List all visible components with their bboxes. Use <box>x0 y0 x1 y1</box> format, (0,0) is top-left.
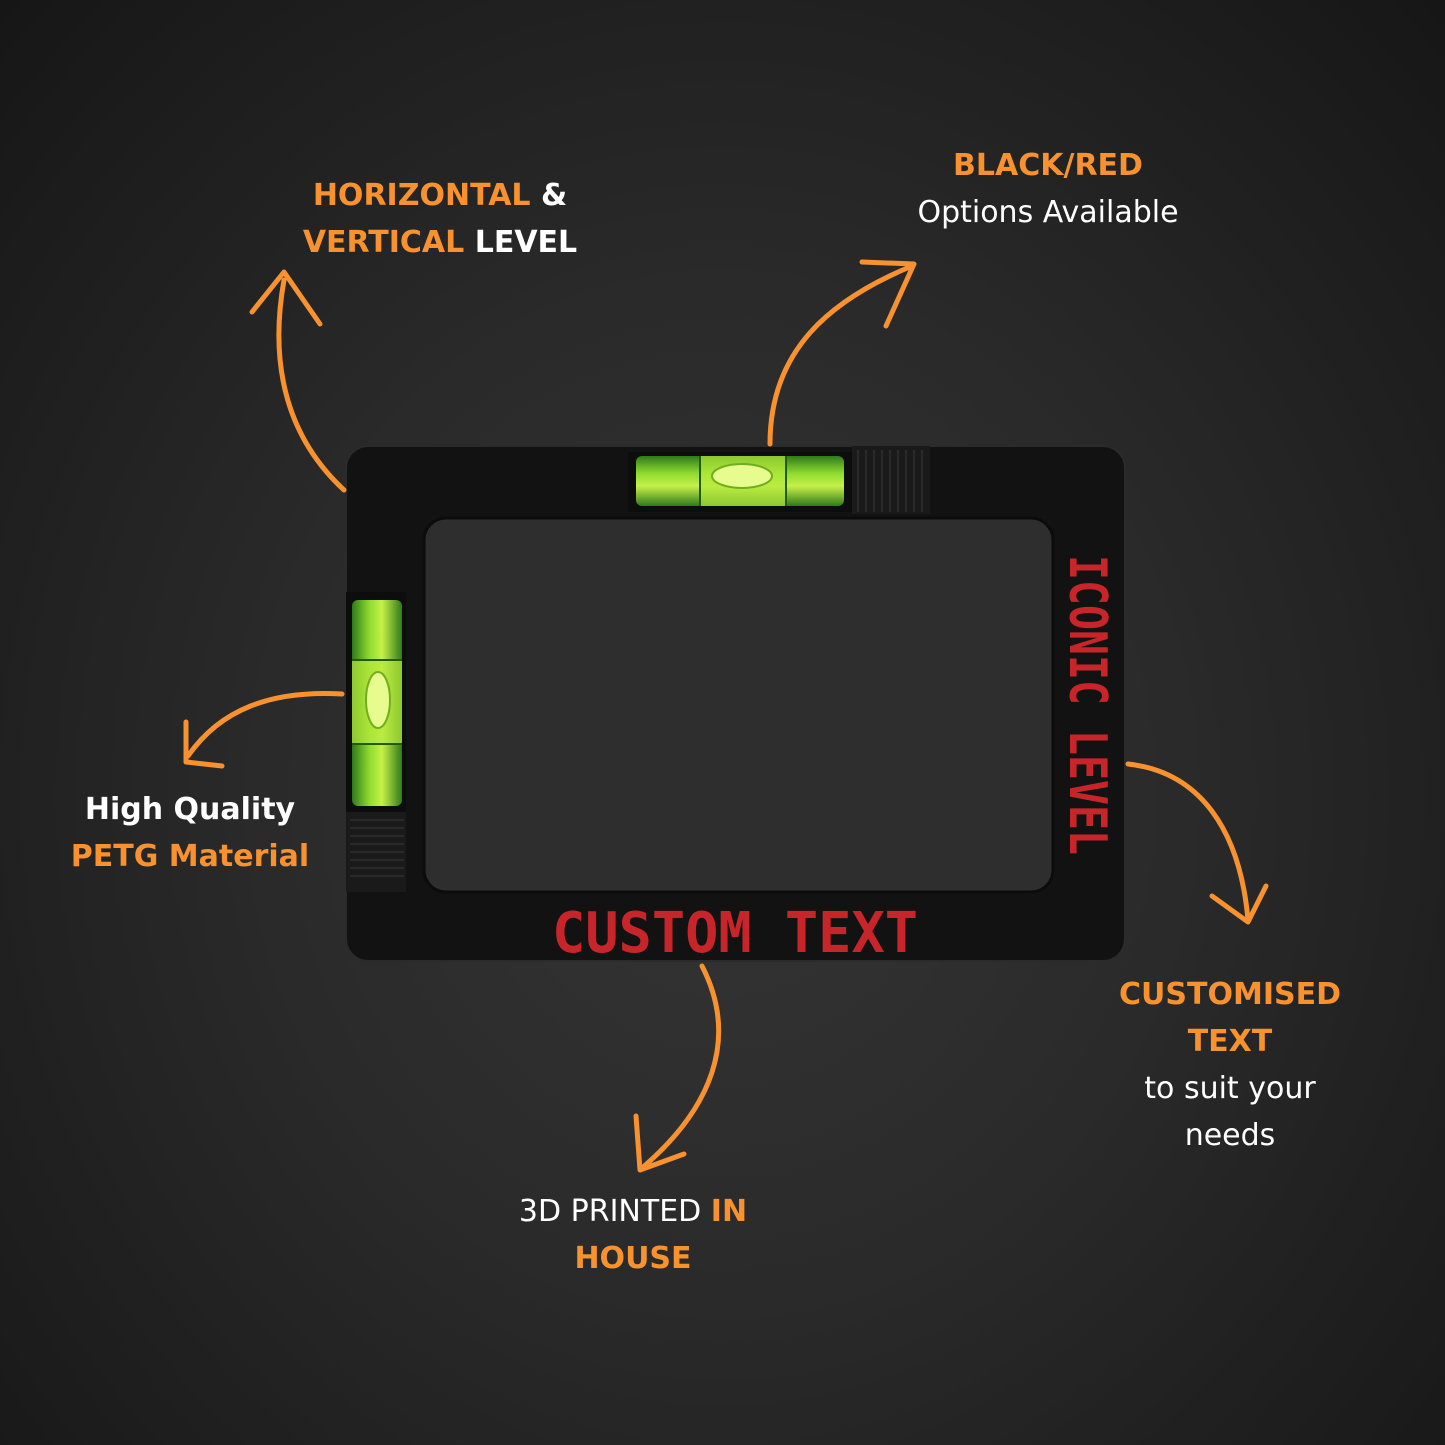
feature-hv-part4: LEVEL <box>464 225 578 260</box>
feature-hv-part1: HORIZONTAL <box>312 178 531 213</box>
feature-printed: 3D PRINTED IN HOUSE <box>480 1188 786 1282</box>
feature-printed-part1: 3D PRINTED <box>518 1194 711 1229</box>
feature-color-options: BLACK/RED Options Available <box>880 142 1216 236</box>
feature-custom-part4: needs <box>1184 1118 1276 1153</box>
engraving-bottom: CUSTOM TEXT <box>552 901 918 966</box>
engraving-side: ICONIC LEVEL <box>1057 555 1117 855</box>
feature-custom-part3: to suit your <box>1144 1071 1316 1106</box>
feature-hv-part2: & <box>530 178 568 213</box>
curved-arrow-icon <box>633 1113 687 1173</box>
feature-material-part2: PETG Material <box>70 839 310 874</box>
feature-horizontal-vertical: HORIZONTAL & VERTICAL LEVEL <box>290 172 590 266</box>
curved-arrow-icon <box>1125 761 1251 923</box>
feature-colors-part2: Options Available <box>917 195 1179 230</box>
curved-arrow-icon <box>249 269 323 327</box>
curved-arrow-icon <box>767 263 915 447</box>
curved-arrow-icon <box>859 259 917 329</box>
curved-arrow-icon <box>276 277 347 493</box>
curved-arrow-icon <box>183 719 225 769</box>
feature-colors-part1: BLACK/RED <box>953 148 1143 183</box>
feature-custom-part2: TEXT <box>1187 1024 1273 1059</box>
vertical-vial-icon <box>346 592 406 812</box>
curved-arrow-icon <box>639 963 722 1171</box>
feature-custom-text: CUSTOMISED TEXT to suit your needs <box>1100 971 1360 1159</box>
feature-custom-part1: CUSTOMISED <box>1119 977 1341 1012</box>
feature-printed-part2: IN <box>710 1194 748 1229</box>
feature-printed-part3: HOUSE <box>574 1241 692 1276</box>
curved-arrow-icon <box>1209 883 1269 925</box>
level-frame <box>345 445 1126 962</box>
feature-material-part1: High Quality <box>84 792 296 827</box>
feature-material: High Quality PETG Material <box>50 786 330 880</box>
curved-arrow-icon <box>185 691 345 759</box>
horizontal-vial-icon <box>628 452 852 512</box>
feature-hv-part3: VERTICAL <box>302 225 465 260</box>
